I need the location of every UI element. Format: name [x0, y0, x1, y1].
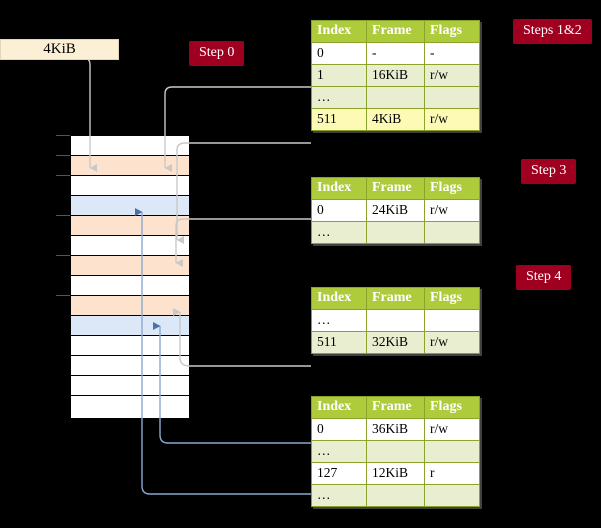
table-row: …: [311, 440, 480, 463]
memory-scale-tick: [56, 175, 70, 176]
memory-scale-tick: [56, 255, 70, 256]
cell-index: …: [311, 484, 367, 507]
memory-scale-tick: [56, 155, 70, 156]
table-row: 0 - -: [311, 42, 480, 65]
table-row: 0 24KiB r/w: [311, 199, 480, 222]
table-header-row: Index Frame Flags: [311, 177, 480, 200]
cell-index: 0: [311, 418, 367, 441]
page-table-level-1: Index Frame Flags 0 36KiB r/w … 127 12Ki…: [311, 396, 480, 507]
cell-index: 0: [311, 199, 367, 222]
cell-index: …: [311, 309, 367, 332]
page-table-level-4: Index Frame Flags 0 - - 1 16KiB r/w …: [311, 20, 480, 131]
table-header-row: Index Frame Flags: [311, 396, 480, 419]
table-row: …: [311, 484, 480, 507]
table-header-row: Index Frame Flags: [311, 20, 480, 43]
cell-flags: [424, 86, 480, 109]
cell-frame: [366, 484, 425, 507]
cell-flags: [424, 221, 480, 244]
column-header-frame: Frame: [366, 20, 425, 43]
table-row: …: [311, 309, 480, 332]
column-header-index: Index: [311, 396, 367, 419]
table-header-row: Index Frame Flags: [311, 287, 480, 310]
wire-table1-row511-to-memory: [176, 142, 311, 244]
cell-flags: [424, 440, 480, 463]
cell-frame: 36KiB: [366, 418, 425, 441]
table-row: 511 4KiB r/w: [311, 108, 480, 131]
cell-index: 0: [311, 42, 367, 65]
cell-frame: 16KiB: [366, 64, 425, 87]
table-row: 511 32KiB r/w: [311, 331, 480, 354]
table-row: 1 16KiB r/w: [311, 64, 480, 87]
cell-frame: [366, 309, 425, 332]
column-header-index: Index: [311, 177, 367, 200]
cell-frame: [366, 221, 425, 244]
memory-region-label-4kib: 4KiB: [0, 39, 119, 60]
cell-frame: 4KiB: [366, 108, 425, 131]
cell-index: …: [311, 221, 367, 244]
cell-flags: r/w: [424, 199, 480, 222]
page-table-level-2: Index Frame Flags … 511 32KiB r/w: [311, 287, 480, 354]
cell-flags: [424, 309, 480, 332]
cell-flags: r/w: [424, 331, 480, 354]
badge-step-3: Step 3: [521, 159, 577, 184]
cell-flags: -: [424, 42, 480, 65]
table-row: …: [311, 221, 480, 244]
cell-flags: r/w: [424, 418, 480, 441]
column-header-flags: Flags: [424, 177, 480, 200]
column-header-frame: Frame: [366, 287, 425, 310]
cell-index: …: [311, 86, 367, 109]
cell-index: …: [311, 440, 367, 463]
wire-table3-row511-to-memory: [173, 308, 311, 367]
memory-scale-tick: [56, 215, 70, 216]
cell-flags: r/w: [424, 108, 480, 131]
badge-step-0: Step 0: [189, 41, 245, 66]
page-table-level-3: Index Frame Flags 0 24KiB r/w …: [311, 177, 480, 244]
cell-index: 1: [311, 64, 367, 87]
cell-flags: r/w: [424, 64, 480, 87]
cell-flags: [424, 484, 480, 507]
memory-frame-row: [70, 395, 190, 419]
cell-frame: [366, 86, 425, 109]
column-header-flags: Flags: [424, 287, 480, 310]
memory-scale-tick: [56, 295, 70, 296]
physical-memory-column: [56, 135, 190, 419]
cell-index: 511: [311, 331, 367, 354]
table-row: 127 12KiB r: [311, 462, 480, 485]
column-header-flags: Flags: [424, 20, 480, 43]
cell-frame: 12KiB: [366, 462, 425, 485]
cell-index: 127: [311, 462, 367, 485]
badge-steps-1-and-2: Steps 1&2: [513, 19, 592, 44]
column-header-frame: Frame: [366, 396, 425, 419]
column-header-frame: Frame: [366, 177, 425, 200]
cell-frame: 32KiB: [366, 331, 425, 354]
table-row: …: [311, 86, 480, 109]
cell-frame: 24KiB: [366, 199, 425, 222]
cell-index: 511: [311, 108, 367, 131]
column-header-index: Index: [311, 287, 367, 310]
memory-scale-tick: [56, 135, 70, 136]
cell-frame: [366, 440, 425, 463]
table-row: 0 36KiB r/w: [311, 418, 480, 441]
badge-step-4: Step 4: [516, 265, 572, 290]
wire-table2-row0-to-memory: [175, 218, 311, 267]
column-header-flags: Flags: [424, 396, 480, 419]
cell-frame: -: [366, 42, 425, 65]
cell-flags: r: [424, 462, 480, 485]
column-header-index: Index: [311, 20, 367, 43]
